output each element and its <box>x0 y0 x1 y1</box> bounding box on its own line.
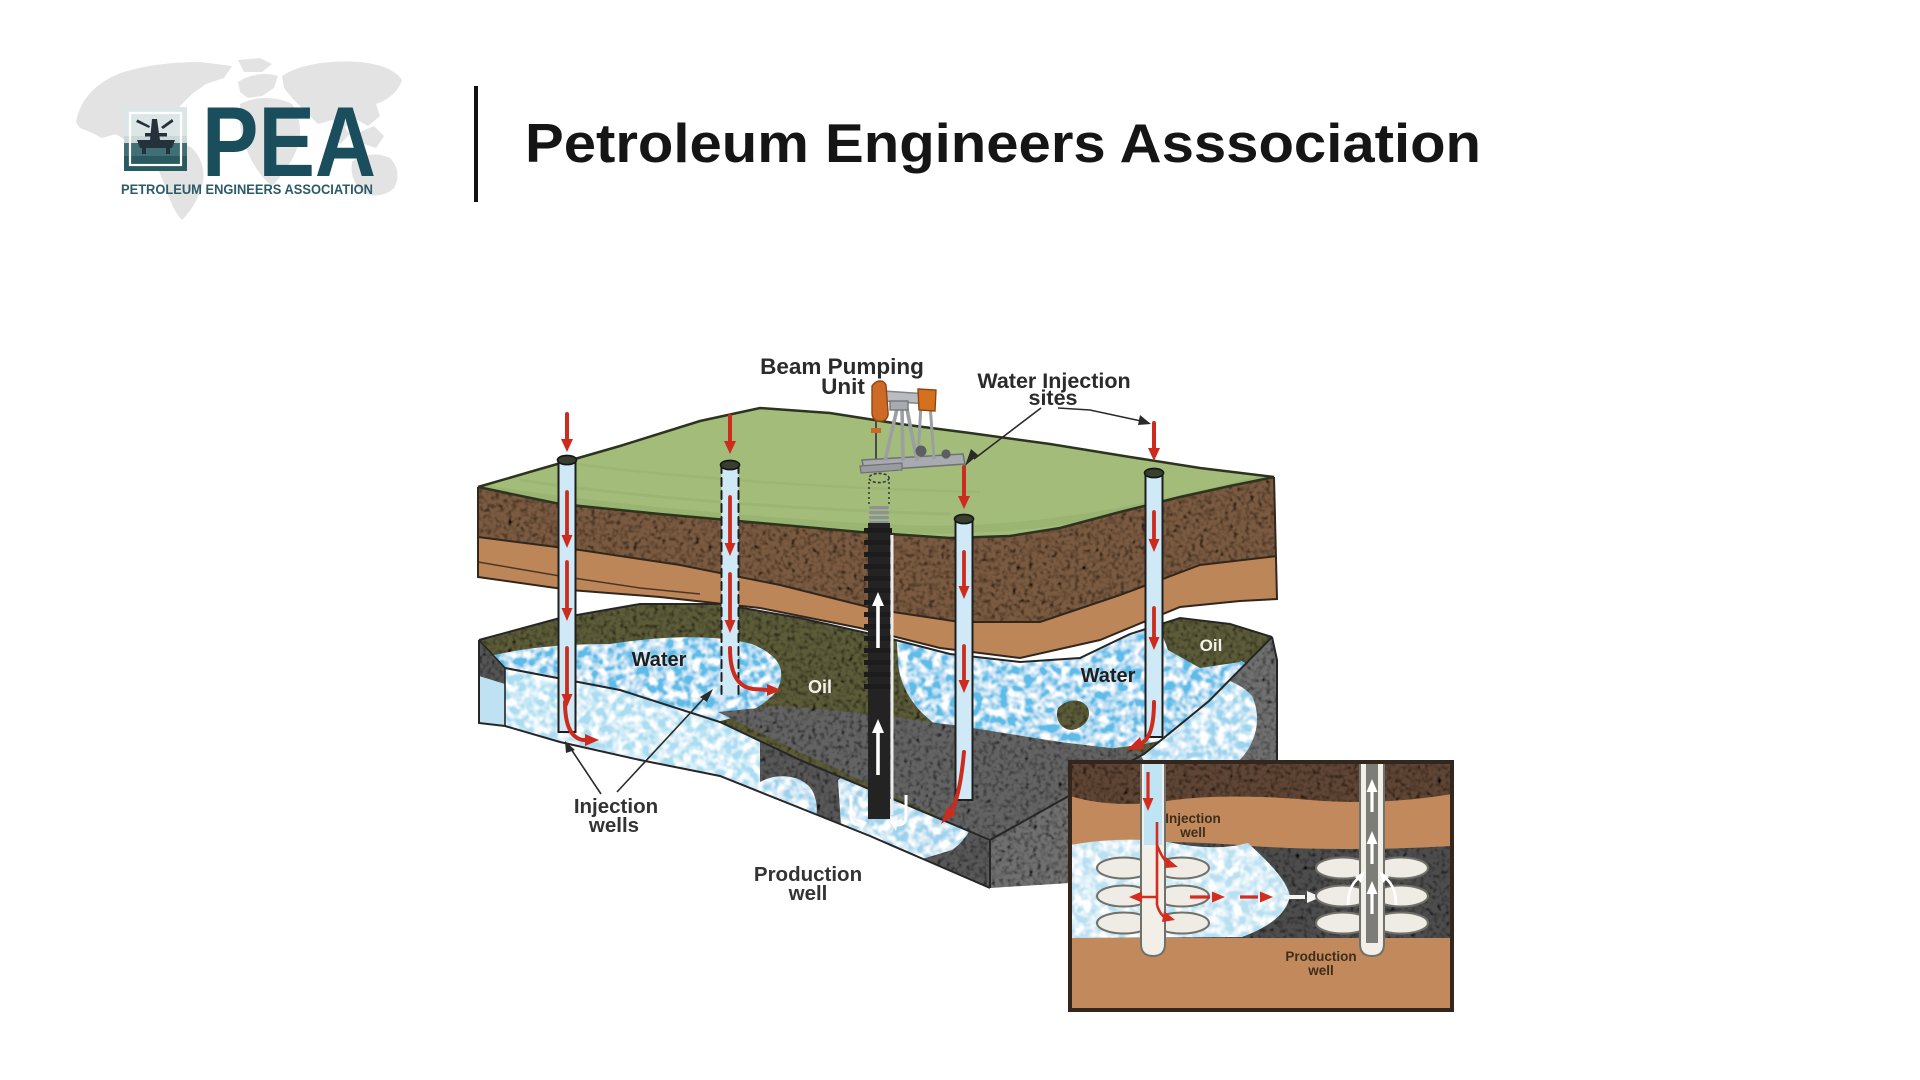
svg-text:sites: sites <box>1028 386 1077 410</box>
svg-text:well: well <box>1179 825 1206 840</box>
svg-text:Petroleum Engineers Asssociati: Petroleum Engineers Asssociation <box>525 112 1481 174</box>
svg-text:Oil: Oil <box>1200 636 1223 655</box>
svg-text:Oil: Oil <box>808 677 832 697</box>
svg-text:Production: Production <box>754 863 862 886</box>
svg-text:Injection: Injection <box>1165 811 1221 826</box>
svg-text:Injection: Injection <box>574 795 658 818</box>
svg-text:PEA: PEA <box>202 86 376 197</box>
svg-text:Unit: Unit <box>821 374 865 399</box>
svg-text:PETROLEUM ENGINEERS ASSOCIATIO: PETROLEUM ENGINEERS ASSOCIATION <box>121 182 373 197</box>
svg-text:Water Injection: Water Injection <box>977 369 1130 393</box>
svg-text:Water: Water <box>1081 665 1136 687</box>
svg-text:Beam Pumping: Beam Pumping <box>760 354 924 379</box>
svg-text:well: well <box>1307 963 1334 978</box>
svg-text:well: well <box>788 882 828 905</box>
svg-text:Water: Water <box>632 649 687 671</box>
svg-text:Production: Production <box>1285 949 1356 964</box>
svg-text:wells: wells <box>588 814 639 837</box>
